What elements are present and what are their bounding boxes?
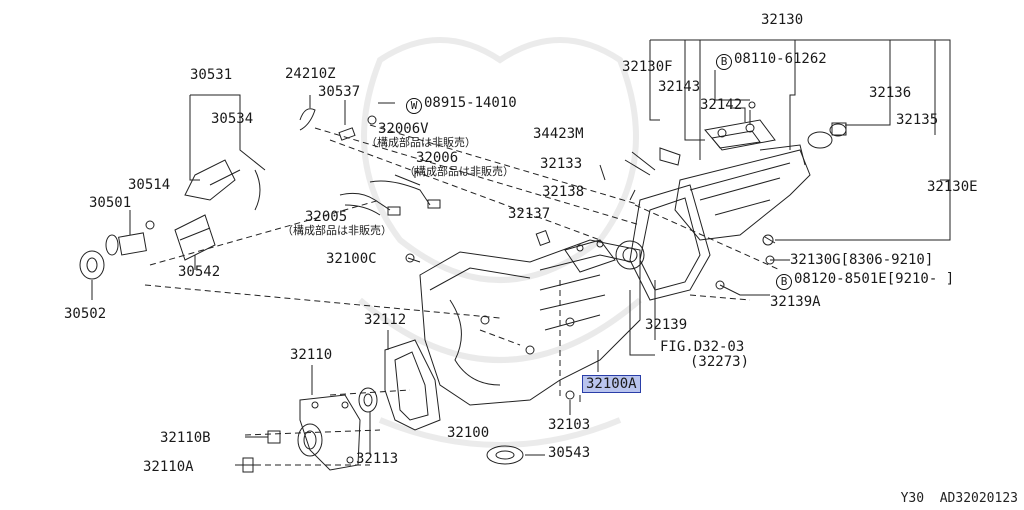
- b-marker-icon: B: [716, 54, 732, 70]
- label-30531[interactable]: 30531: [190, 67, 233, 83]
- label-32006[interactable]: 32006: [416, 150, 459, 166]
- label-32100A-highlighted[interactable]: 32100A: [582, 375, 641, 393]
- label-30534[interactable]: 30534: [211, 111, 254, 127]
- release-bearing: [486, 445, 545, 465]
- label-32006V[interactable]: 32006V: [378, 121, 429, 137]
- label-30514[interactable]: 30514: [128, 177, 171, 193]
- label-fig-d32-03[interactable]: FIG.D32-03: [660, 339, 745, 355]
- w-marker-icon: W: [406, 98, 422, 114]
- label-32139[interactable]: 32139: [645, 317, 688, 333]
- label-32103[interactable]: 32103: [548, 417, 591, 433]
- shift-control-housing: [624, 122, 847, 246]
- top-cover-plate: [704, 101, 776, 151]
- clutch-fork: [79, 94, 266, 300]
- note-not-sold-2: （構成部品は非販売）: [404, 165, 514, 178]
- label-32130F[interactable]: 32130F: [622, 59, 673, 75]
- label-32100C[interactable]: 32100C: [326, 251, 377, 267]
- watermark-emblem: [358, 37, 642, 448]
- label-24210Z[interactable]: 24210Z: [285, 66, 336, 82]
- diagram-footer: Y30 AD32020123: [901, 491, 1018, 506]
- label-32110A[interactable]: 32110A: [143, 459, 194, 475]
- label-32110B[interactable]: 32110B: [160, 430, 211, 446]
- label-30542[interactable]: 30542: [178, 264, 221, 280]
- label-32110[interactable]: 32110: [290, 347, 333, 363]
- note-not-sold-3: （構成部品は非販売）: [282, 224, 392, 237]
- label-32130G[interactable]: 32130G[8306-9210]: [790, 252, 934, 268]
- label-30543[interactable]: 30543: [548, 445, 591, 461]
- label-32139A[interactable]: 32139A: [770, 294, 821, 310]
- label-32130E[interactable]: 32130E: [927, 179, 978, 195]
- note-not-sold-1: （構成部品は非販売）: [366, 136, 476, 149]
- label-32100[interactable]: 32100: [447, 425, 490, 441]
- oil-seal: [358, 387, 378, 455]
- b-marker-icon: B: [776, 274, 792, 290]
- label-32005[interactable]: 32005: [305, 209, 348, 225]
- label-32130[interactable]: 32130: [761, 12, 804, 28]
- front-cover: [297, 365, 361, 471]
- label-32143[interactable]: 32143: [658, 79, 701, 95]
- label-32137[interactable]: 32137: [508, 206, 551, 222]
- model-code: Y30: [900, 491, 925, 506]
- label-32112[interactable]: 32112: [364, 312, 407, 328]
- switch-harness: [339, 168, 441, 216]
- label-34423M[interactable]: 34423M: [533, 126, 584, 142]
- leader-32130: [650, 39, 951, 241]
- label-32138[interactable]: 32138: [542, 184, 585, 200]
- label-32273[interactable]: (32273): [690, 354, 750, 370]
- transmission-case: [405, 230, 641, 406]
- label-32142[interactable]: 32142: [700, 97, 743, 113]
- gasket-32112: [384, 330, 441, 431]
- label-32113[interactable]: 32113: [356, 451, 399, 467]
- label-32136[interactable]: 32136: [869, 85, 912, 101]
- diagram-code: AD32020123: [939, 491, 1018, 506]
- label-30502[interactable]: 30502: [64, 306, 107, 322]
- label-32135[interactable]: 32135: [896, 112, 939, 128]
- label-30501[interactable]: 30501: [89, 195, 132, 211]
- label-30537[interactable]: 30537: [318, 84, 361, 100]
- label-32133[interactable]: 32133: [540, 156, 583, 172]
